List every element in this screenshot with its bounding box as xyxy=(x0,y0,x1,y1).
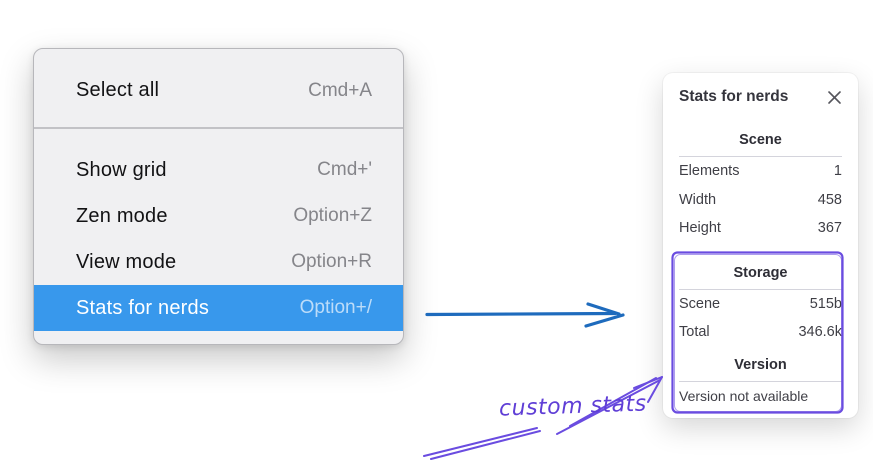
stat-value: 1 xyxy=(833,163,842,179)
stat-row-height: Height 367 xyxy=(679,214,842,243)
section-heading: Storage xyxy=(733,264,788,281)
stats-section-storage: Storage Scene 515b Total 346.6k xyxy=(679,263,842,347)
flow-arrow-icon xyxy=(425,302,625,328)
stat-value: 346.6k xyxy=(798,324,842,340)
stat-row-elements: Elements 1 xyxy=(679,157,842,186)
stat-row-width: Width 458 xyxy=(679,186,842,215)
stats-panel: Stats for nerds Scene Elements 1 Width 4… xyxy=(663,73,858,418)
menu-item-shortcut: Option+Z xyxy=(293,205,372,226)
close-icon[interactable] xyxy=(827,90,842,105)
menu-item-label: Zen mode xyxy=(76,204,168,227)
stats-section-scene: Scene Elements 1 Width 458 Height 367 xyxy=(679,130,842,243)
stat-label: Elements xyxy=(679,163,740,179)
stat-value: 367 xyxy=(817,220,842,236)
menu-item-view-mode[interactable]: View mode Option+R xyxy=(34,239,403,285)
stat-label: Height xyxy=(679,220,721,236)
stat-value: 515b xyxy=(809,295,842,312)
menu-item-label: Stats for nerds xyxy=(76,296,210,319)
stat-value: 458 xyxy=(817,191,842,208)
version-note: Version not available xyxy=(679,387,809,404)
stat-label: Width xyxy=(679,191,717,208)
stat-label: Scene xyxy=(679,295,721,312)
stat-label: Total xyxy=(679,324,710,340)
menu-item-label: View mode xyxy=(76,250,177,273)
section-divider xyxy=(679,156,842,157)
menu-group: Show grid Cmd+' Zen mode Option+Z View m… xyxy=(34,129,403,344)
menu-item-shortcut: Option+/ xyxy=(299,297,372,318)
menu-separator xyxy=(34,127,403,129)
menu-item-zen-mode[interactable]: Zen mode Option+Z xyxy=(34,193,403,239)
section-heading: Version xyxy=(734,356,787,373)
section-heading: Scene xyxy=(739,132,782,148)
menu-item-shortcut: Option+R xyxy=(291,251,372,272)
stat-row-scene-storage: Scene 515b xyxy=(679,290,842,319)
annotation-label: custom stats xyxy=(498,391,648,422)
stats-section-version: Version Version not available xyxy=(679,355,842,410)
context-menu: Select all Cmd+A Show grid Cmd+' Zen mod… xyxy=(33,48,404,345)
menu-item-shortcut: Cmd+' xyxy=(317,159,372,180)
menu-item-shortcut: Cmd+A xyxy=(308,79,372,101)
menu-item-label: Show grid xyxy=(76,158,167,181)
stats-panel-titlebar: Stats for nerds xyxy=(679,86,842,108)
stats-panel-title: Stats for nerds xyxy=(679,88,789,105)
stat-row-total-storage: Total 346.6k xyxy=(679,318,842,347)
menu-item-select-all[interactable]: Select all Cmd+A xyxy=(34,49,403,127)
menu-item-stats-for-nerds[interactable]: Stats for nerds Option+/ xyxy=(34,285,403,331)
menu-item-show-grid[interactable]: Show grid Cmd+' xyxy=(34,147,403,193)
menu-item-label: Select all xyxy=(76,79,160,101)
